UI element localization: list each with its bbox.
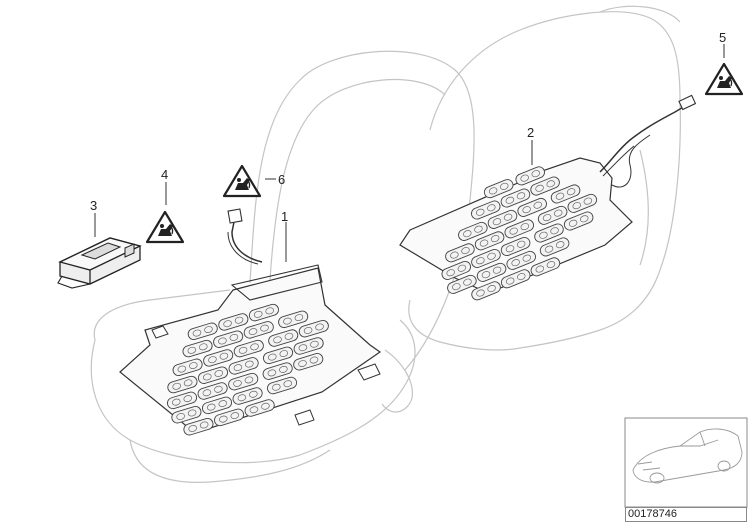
callout-3: 3 bbox=[90, 198, 97, 213]
airbag-warning-icon-5 bbox=[704, 62, 744, 96]
ghost-seat-front bbox=[90, 50, 475, 483]
ghost-seat-rear bbox=[408, 5, 681, 351]
vehicle-thumbnail bbox=[624, 417, 748, 508]
callout-1: 1 bbox=[281, 209, 288, 224]
callout-5: 5 bbox=[719, 30, 726, 45]
airbag-warning-icon-4 bbox=[145, 210, 185, 244]
leader-lines bbox=[94, 44, 725, 262]
airbag-warning-icon-6 bbox=[222, 164, 262, 198]
reference-number: 00178746 bbox=[625, 507, 747, 522]
seat-occupancy-mat-front bbox=[119, 208, 382, 437]
control-module bbox=[57, 237, 142, 289]
callout-4: 4 bbox=[161, 167, 168, 182]
callout-6: 6 bbox=[278, 172, 285, 187]
callout-2: 2 bbox=[527, 125, 534, 140]
seat-occupancy-mat-rear bbox=[399, 94, 697, 302]
